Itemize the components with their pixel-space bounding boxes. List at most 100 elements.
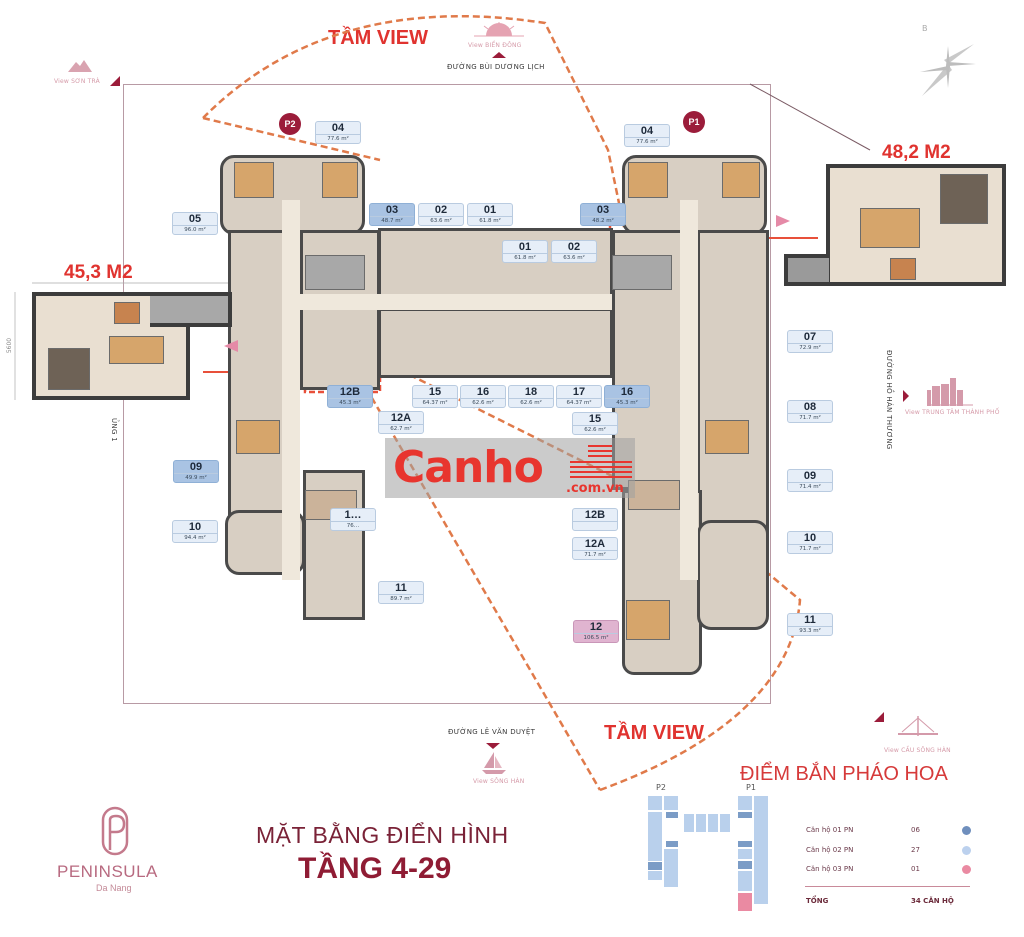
tower-badge-p2: P2 [279,113,301,135]
entry-arrow-icon [776,215,790,227]
unit-number: 04 [640,125,654,137]
mini-unit [753,795,769,905]
room [236,420,280,454]
elevator-core [612,255,672,290]
legend-3pn-swatch [962,865,971,874]
mini-unit [663,848,679,888]
mini-unit [737,840,753,848]
room [722,162,760,198]
legend-total-label: TỔNG [806,897,829,905]
view-range-label-bottom: TẦM VIEW [604,722,704,744]
mini-unit [647,861,663,871]
unit-area: 94.4 m² [173,533,217,542]
bed [48,348,90,390]
unit-number: 12B [584,509,606,521]
compass-icon [918,36,978,96]
direction-arrow-icon [492,52,506,58]
unit-number: 16 [620,386,634,398]
view-range-top-arc [202,14,627,233]
legend-divider [805,886,970,887]
mini-unit-3pn [737,892,753,912]
unit-number: 01 [483,204,497,216]
dining-table [114,302,140,324]
legend-3pn-label: Căn hộ 03 PN [806,865,854,873]
unit-number: 08 [803,401,817,413]
mountain-icon [68,58,92,72]
elevator-core [305,255,365,290]
unit-number: 11 [395,582,407,594]
unit-area: 61.8 m² [468,216,512,225]
sofa [109,336,164,364]
unit-detail-plan-48-2-balcony [784,254,829,286]
unit-number: 09 [803,470,817,482]
plan-title: MẶT BẰNG ĐIỂN HÌNH [256,822,509,848]
dining-table [890,258,916,280]
unit-area: 71.7 m² [573,550,617,559]
view-range-label-top: TẦM VIEW [328,27,428,49]
road-bui-duong-lich: ĐƯỜNG BÙI DƯƠNG LỊCH [447,63,545,71]
tower-p1-east-wing [697,230,769,540]
legend-2pn-count: 27 [911,846,920,854]
central-bridge-north [378,228,613,298]
unit-number: 15 [588,413,602,425]
unit-number: 11 [804,614,816,626]
unit-area: 63.6 m² [419,216,463,225]
city-skyline-icon [927,376,973,406]
p1-vertical-corridor [680,200,698,580]
unit-area: 72.9 m² [788,343,832,352]
mini-unit [719,813,731,833]
unit-detail-plan-48-2 [826,164,1006,286]
unit-number: 10 [803,532,817,544]
entry-arrow-icon [224,340,238,352]
fireworks-point-label: ĐIỂM BẮN PHÁO HOA [740,763,948,785]
room [626,600,670,640]
mini-unit [737,860,753,870]
watermark-brand: Canho [393,442,544,493]
mini-label-p1: P1 [746,783,756,792]
unit-area: 93.3 m² [788,626,832,635]
mini-unit [737,795,753,811]
sunrise-icon [474,22,524,38]
mini-unit [737,848,753,860]
unit-number: 1… [344,509,362,521]
view-range-top-edge [202,116,381,162]
compass-north-label: B [922,24,928,33]
unit-number: 12 [589,621,603,633]
unit-number: 03 [596,204,610,216]
unit-area: 64.37 m² [557,398,601,407]
unit-number: 10 [188,521,202,533]
direction-arrow-icon [874,712,884,722]
unit-number: 16 [476,386,490,398]
watermark-domain: .com.vn [566,481,624,496]
unit-label-p1-12b: 12B [572,508,618,531]
view-bien-dong: View BIỂN ĐÔNG [468,42,522,49]
brand-name: PENINSULA [57,862,158,881]
central-bridge-south [378,308,613,378]
sofa [860,208,920,248]
room [628,162,668,198]
view-song-han: View SÔNG HÀN [473,778,525,785]
unit-area: 77.6 m² [316,134,360,143]
legend-total-value: 34 CĂN HỘ [911,897,954,905]
unit-area: 64.37 m² [413,398,457,407]
mini-unit [737,870,753,892]
unit-area: 63.6 m² [552,253,596,262]
peninsula-logo-icon [100,806,130,856]
unit-area: 62.7 m² [379,424,423,433]
unit-area: 45.3 m² [605,398,649,407]
central-corridor [300,294,680,310]
